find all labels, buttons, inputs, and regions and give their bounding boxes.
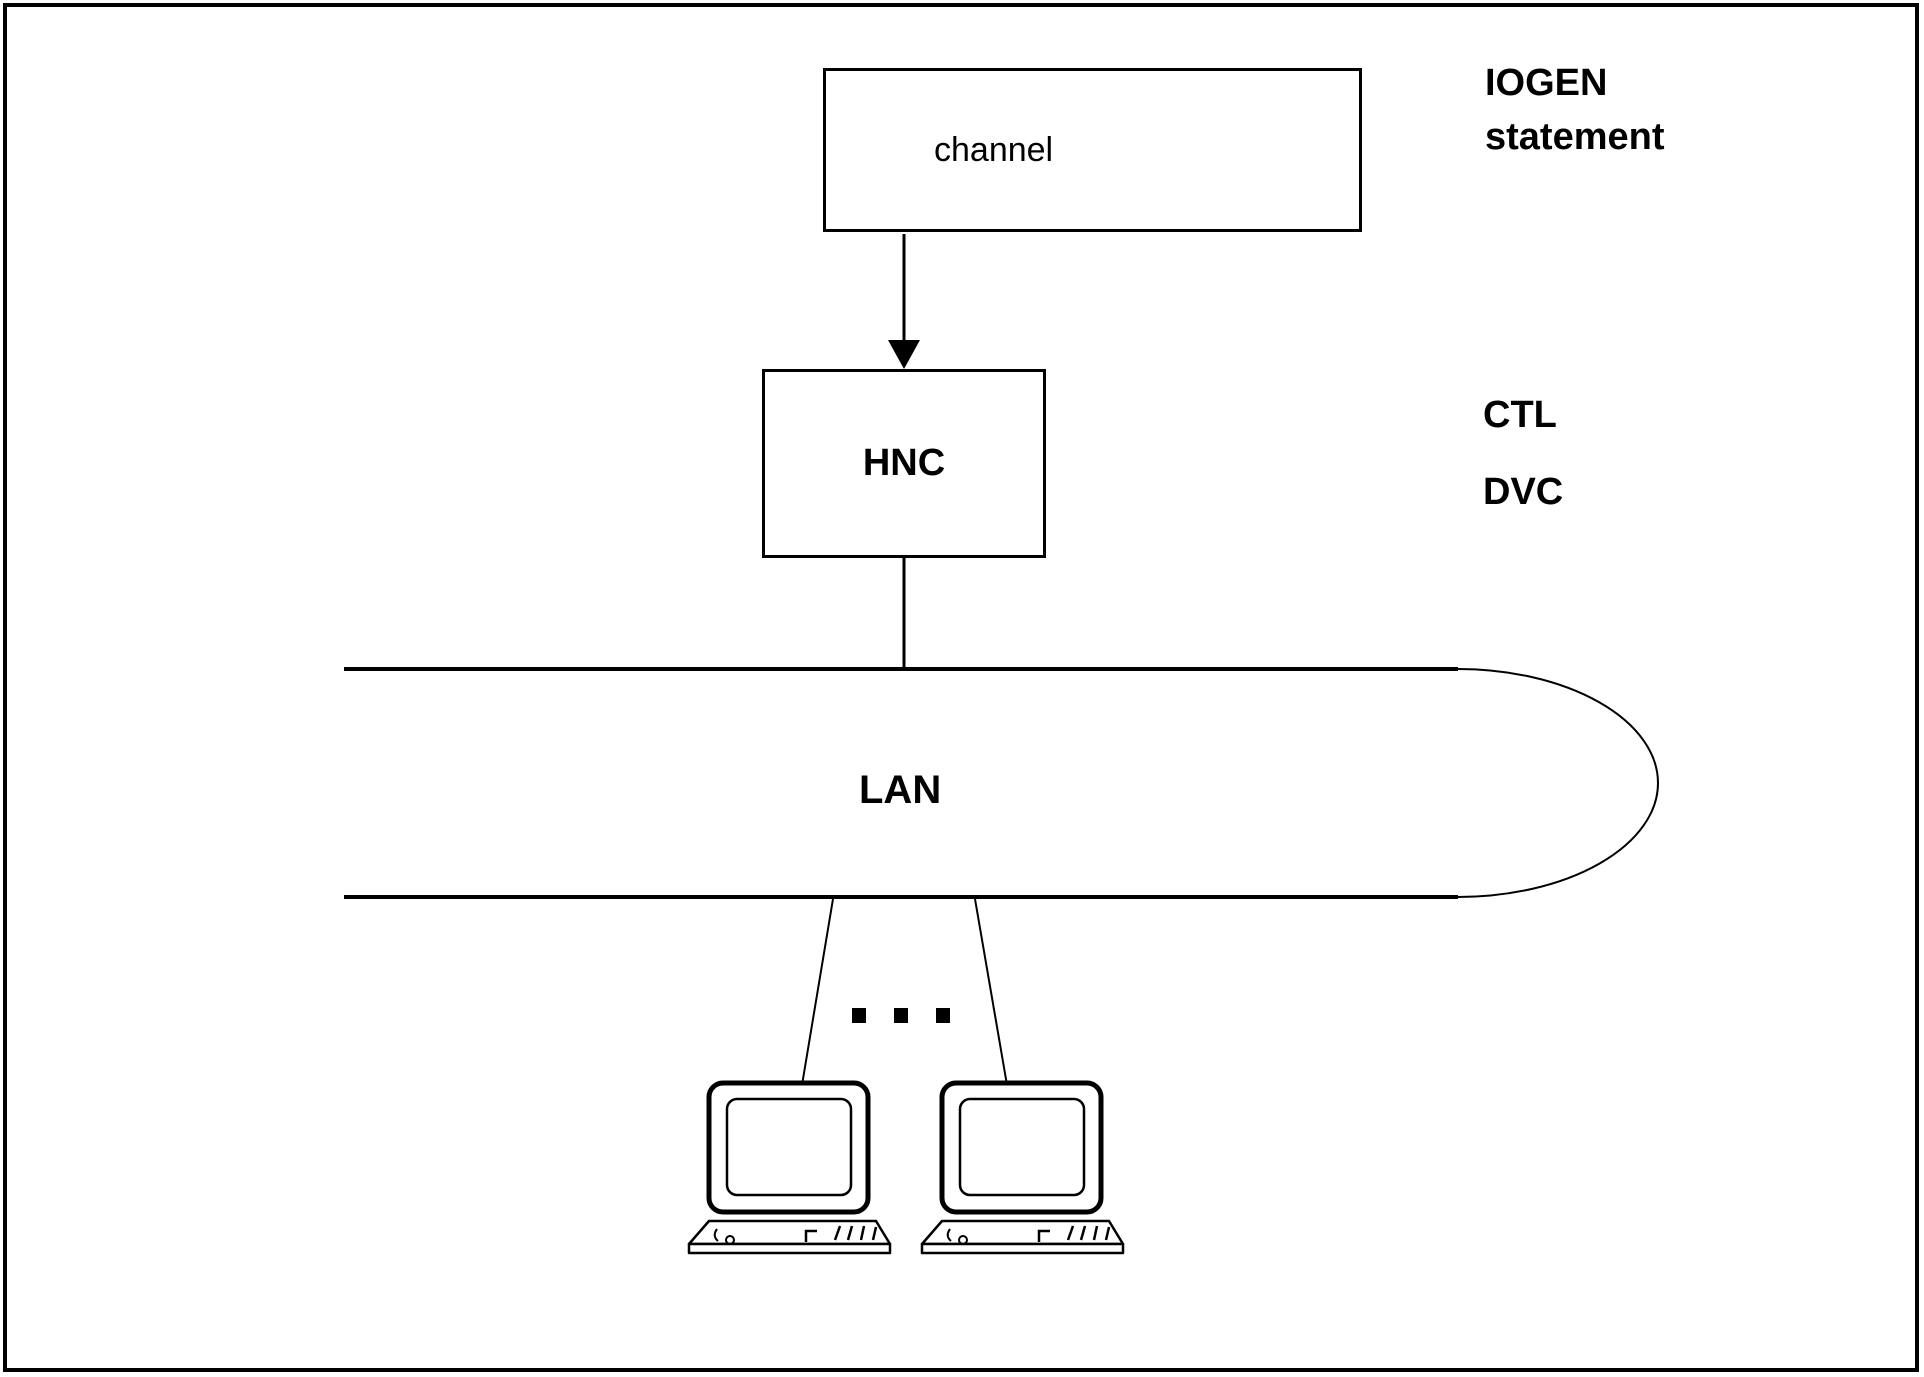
iogen-annotation-line2: statement: [1485, 116, 1665, 158]
channel-to-hnc-arrow: [888, 234, 920, 369]
arrow-down-icon: [888, 340, 920, 369]
workstation-icon-right: [922, 1083, 1123, 1253]
iogen-annotation-line1: IOGEN: [1485, 62, 1608, 104]
channel-node-label: channel: [934, 130, 1054, 169]
hnc-node: HNC: [762, 369, 1046, 558]
ellipsis-dots-icon: [852, 1008, 950, 1023]
lan-drop-line-left: [801, 898, 834, 1086]
lan-bus-rounded-end: [1457, 668, 1659, 898]
dvc-annotation: DVC: [1483, 471, 1564, 513]
lan-bus-label: LAN: [859, 768, 942, 812]
channel-node: channel: [823, 68, 1362, 232]
hnc-node-label: HNC: [862, 442, 946, 484]
iogen-statement-annotation: IOGEN statement: [1485, 56, 1665, 164]
lan-bus: [344, 667, 1659, 899]
lan-drop-line-right: [974, 898, 1008, 1086]
workstation-icon-left: [687, 1080, 892, 1255]
ctl-annotation: CTL: [1483, 394, 1557, 436]
